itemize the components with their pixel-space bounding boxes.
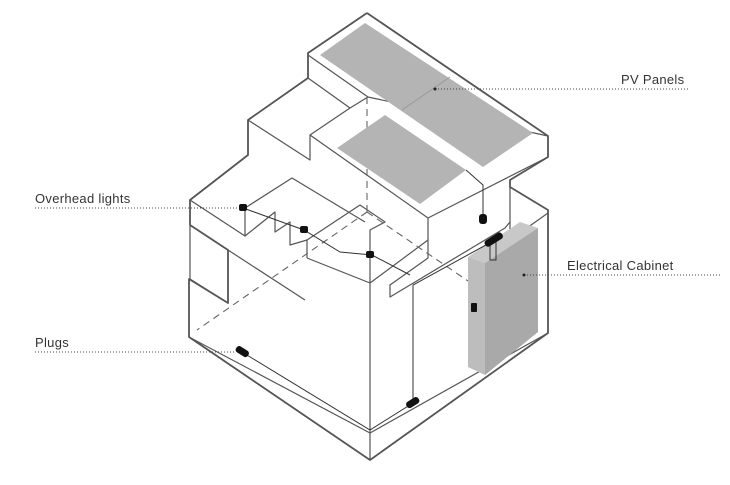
lower-step <box>189 177 366 237</box>
cabinet-top <box>468 222 538 263</box>
left-notch-inner <box>189 225 229 304</box>
front-wall-top <box>227 249 306 301</box>
pv-panels-label: PV Panels <box>621 72 685 87</box>
pv-panels <box>320 23 533 204</box>
pv-panel-upper <box>320 23 533 167</box>
hidden-floor-left <box>196 211 368 331</box>
cabinet-breaker <box>484 232 503 247</box>
notch-1 <box>244 211 308 258</box>
upper-step-face <box>247 107 351 161</box>
notch-2 <box>306 204 386 283</box>
overhead-light-1 <box>239 204 247 211</box>
front-left-top <box>306 257 371 284</box>
cabinet-leader-dot <box>522 273 526 277</box>
pv-wire <box>465 169 484 220</box>
cabinet-side <box>485 228 538 375</box>
devices <box>235 204 503 409</box>
right-face-top <box>369 221 511 298</box>
electrical-cabinet <box>468 222 538 375</box>
lights-wire <box>242 207 411 276</box>
upper-step <box>307 77 369 109</box>
wiring <box>241 169 497 431</box>
mid-roof <box>309 134 429 219</box>
pv-leader-dot <box>433 87 437 91</box>
pv-panel-divider <box>401 76 451 111</box>
pv-panel-lower <box>337 115 466 204</box>
overhead-light-3 <box>366 251 374 258</box>
overhead-light-2 <box>300 226 308 233</box>
electrical-cabinet-label: Electrical Cabinet <box>567 258 674 273</box>
overhead-lights-label: Overhead lights <box>35 191 131 206</box>
hidden-floor-right <box>366 211 469 282</box>
leader-lines <box>35 88 720 353</box>
cabinet-switch <box>471 303 477 312</box>
hidden-lines <box>196 97 469 331</box>
plug-1 <box>235 346 249 358</box>
pv-junction <box>479 214 487 224</box>
cabinet-feed <box>489 240 497 261</box>
plug-wire <box>241 239 496 431</box>
cabinet-front <box>468 257 485 375</box>
leader-dots <box>433 87 526 277</box>
plug-2 <box>406 397 420 409</box>
plugs-label: Plugs <box>35 335 70 350</box>
